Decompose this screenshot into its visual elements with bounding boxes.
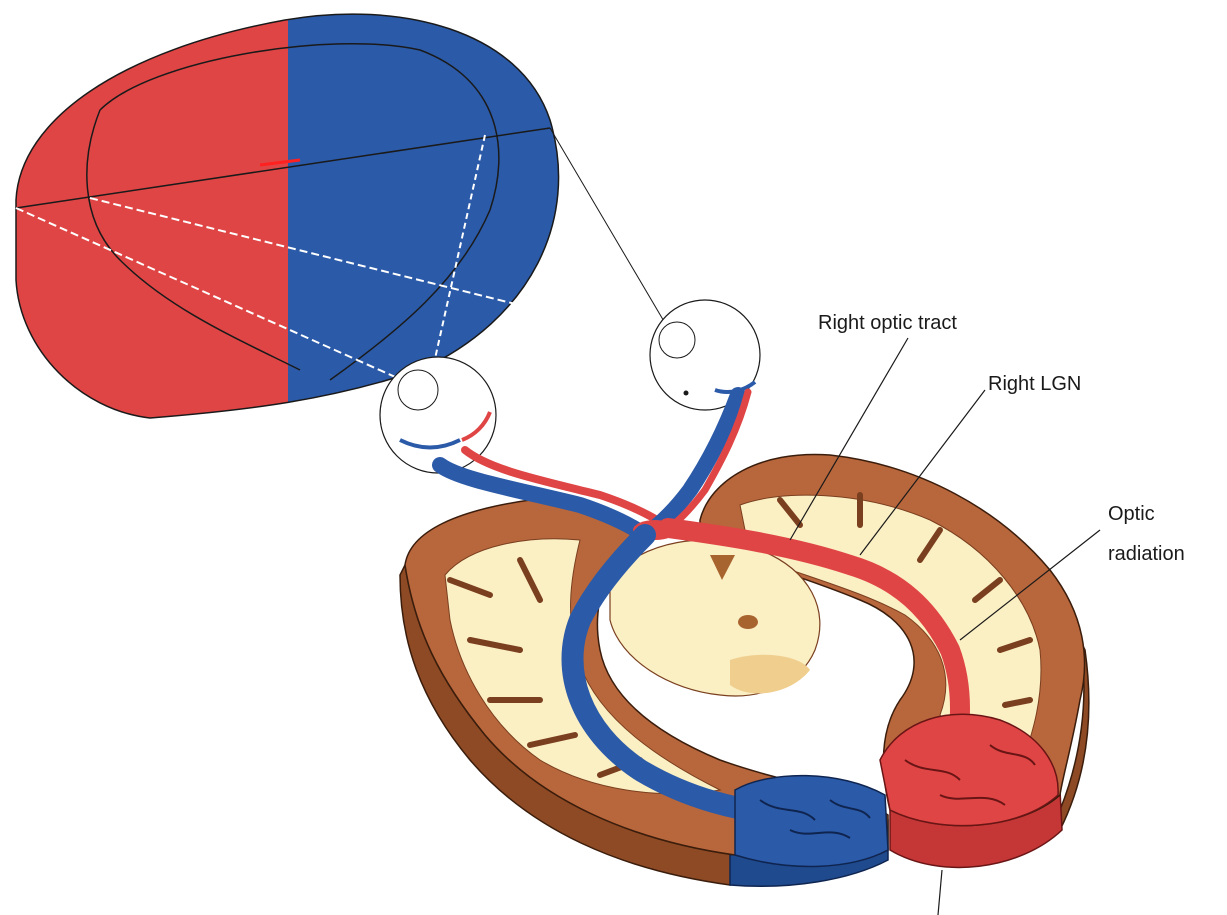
left-hemifield (0, 0, 288, 430)
optic-radiation-label-line1: Optic (1108, 502, 1155, 526)
optic-radiation-label-line2: radiation (1108, 542, 1185, 566)
right-optic-tract-label: Right optic tract (818, 311, 957, 335)
ventricle-marker (738, 615, 758, 629)
right-lgn-label: Right LGN (988, 372, 1081, 396)
visual-field (0, 0, 680, 430)
projection-line-4 (550, 128, 675, 340)
right-eye-pupil-dot (684, 391, 689, 396)
left-visual-cortex (735, 776, 888, 867)
leader-bottom (938, 870, 942, 915)
